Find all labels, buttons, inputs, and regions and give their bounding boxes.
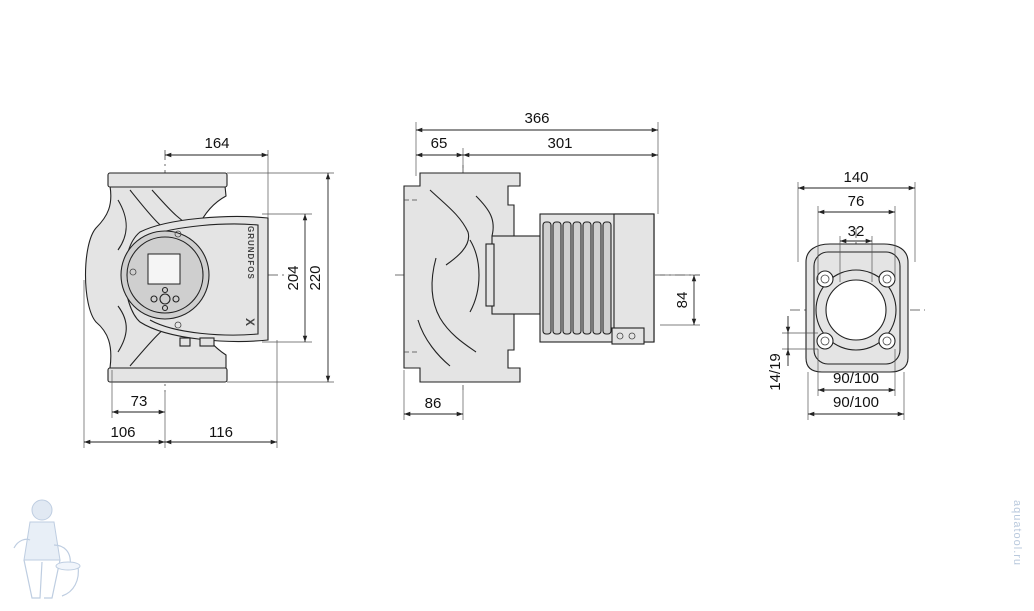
dim-164: 164 <box>204 135 229 152</box>
brand-logo-text: GRUNDFOS <box>246 226 255 280</box>
plumber-mascot-icon <box>13 499 81 599</box>
dim-76: 76 <box>848 193 865 210</box>
brand-logo-mark: X <box>243 318 257 327</box>
dim-32: 32 <box>848 223 865 240</box>
dim-366: 366 <box>524 110 549 127</box>
dim-84: 84 <box>674 292 691 309</box>
dim-73: 73 <box>131 393 148 410</box>
front-flange-bottom <box>107 367 228 383</box>
front-button-center <box>159 293 171 305</box>
side-adapter <box>491 235 541 315</box>
dim-204: 204 <box>285 265 302 290</box>
flange-bore <box>825 279 887 341</box>
dim-86: 86 <box>425 395 442 412</box>
front-view: GRUNDFOS X 164 204 220 73 106 116 <box>83 135 334 448</box>
dim-140: 140 <box>843 169 868 186</box>
front-flange-top <box>107 172 228 188</box>
dim-65: 65 <box>431 135 448 152</box>
dim-116: 116 <box>209 424 233 441</box>
side-pump-housing <box>403 172 521 383</box>
dim-106: 106 <box>110 424 135 441</box>
side-view: 366 65 301 84 86 <box>395 110 700 420</box>
dim-90-100-outer: 90/100 <box>833 394 879 411</box>
flange-view: 140 76 32 14/19 90/100 90/100 <box>767 169 925 420</box>
front-display-screen <box>147 253 181 285</box>
flange-bolt-holes <box>816 270 896 350</box>
dim-220: 220 <box>307 265 324 290</box>
side-terminal-box <box>611 327 645 345</box>
dim-14-19: 14/19 <box>767 353 784 391</box>
dim-301: 301 <box>547 135 572 152</box>
watermark-text: aquatool.ru <box>1011 500 1023 566</box>
dim-90-100-inner: 90/100 <box>833 370 879 387</box>
side-motor-fins <box>542 221 612 335</box>
